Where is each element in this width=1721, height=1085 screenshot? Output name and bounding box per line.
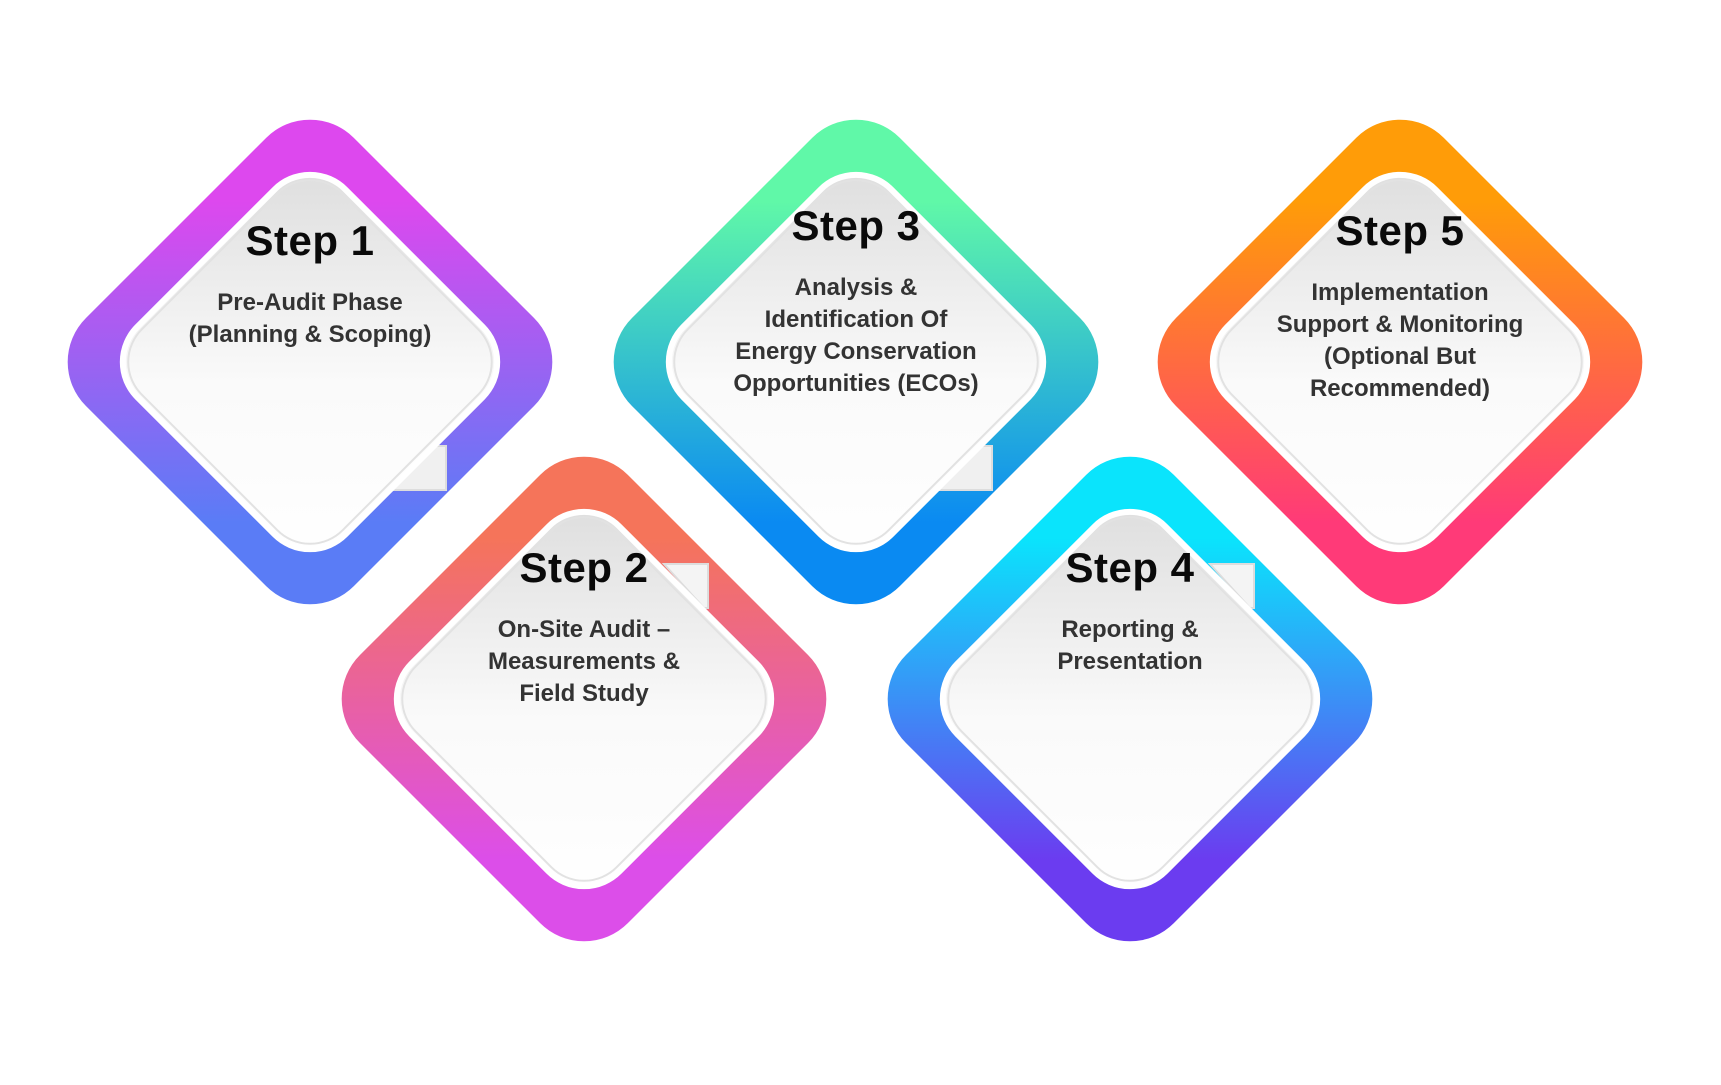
step-title: Step 3 (791, 202, 921, 249)
step-title: Step 1 (245, 217, 375, 264)
step-title: Step 5 (1335, 207, 1465, 254)
step-card-2: Step 2 On-Site Audit – Measurements & Fi… (334, 449, 834, 949)
diamond-frame (1157, 119, 1643, 605)
folded-corner (661, 563, 709, 609)
diamond-frame (67, 119, 553, 605)
step-text: Step 5 Implementation Support & Monitori… (1240, 207, 1560, 405)
step-description: Reporting & Presentation (1057, 616, 1203, 675)
diamond-frame (887, 456, 1373, 942)
step-description: Pre-Audit Phase (Planning & Scoping) (188, 289, 432, 348)
step-card-4: Step 4 Reporting & Presentation (880, 449, 1380, 949)
step-card-1: Step 1 Pre-Audit Phase (Planning & Scopi… (60, 112, 560, 612)
diamond-frame (341, 456, 827, 942)
step-card-5: Step 5 Implementation Support & Monitori… (1150, 112, 1650, 612)
step-description: Analysis & Identification Of Energy Cons… (733, 274, 979, 397)
step-title: Step 4 (1065, 544, 1195, 591)
diamond-frame (613, 119, 1099, 605)
folded-corner (1207, 563, 1255, 609)
step-description: On-Site Audit – Measurements & Field Stu… (487, 616, 681, 707)
step-card-3: Step 3 Analysis & Identification Of Ener… (606, 112, 1106, 612)
step-text: Step 3 Analysis & Identification Of Ener… (696, 202, 1016, 400)
step-text: Step 1 Pre-Audit Phase (Planning & Scopi… (150, 217, 470, 351)
step-title: Step 2 (519, 544, 649, 591)
step-description: Implementation Support & Monitoring (Opt… (1276, 279, 1524, 402)
step-text: Step 4 Reporting & Presentation (970, 544, 1290, 678)
step-text: Step 2 On-Site Audit – Measurements & Fi… (424, 544, 744, 710)
